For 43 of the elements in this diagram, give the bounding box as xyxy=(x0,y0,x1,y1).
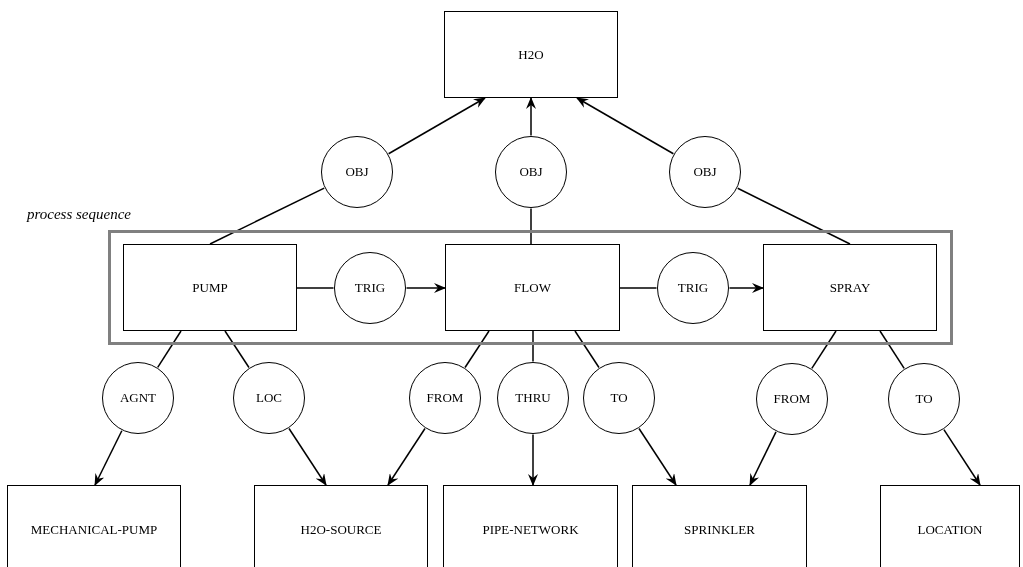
node-label: OBJ xyxy=(519,164,543,180)
connector-arrow xyxy=(526,97,536,137)
connector-arrow xyxy=(943,428,981,486)
concept-box xyxy=(7,485,181,567)
node-label: TRIG xyxy=(354,280,386,296)
concept-box xyxy=(443,485,618,567)
connector-arrow xyxy=(288,427,327,486)
node-label: H2O-SOURCE xyxy=(300,522,382,538)
node-label: TO xyxy=(915,391,933,407)
connector-arrow xyxy=(749,431,777,486)
node-label: MECHANICAL-PUMP xyxy=(30,522,158,538)
node-label: TO xyxy=(610,390,628,406)
connector-arrow xyxy=(576,97,675,155)
node-label: PUMP xyxy=(192,279,228,296)
concept-box xyxy=(445,244,620,331)
connector-arrow xyxy=(728,283,764,293)
connector-arrow xyxy=(638,427,677,486)
node-label: LOC xyxy=(256,390,282,406)
node-label: FLOW xyxy=(514,279,551,296)
node-label: H2O xyxy=(518,46,544,63)
concept-box xyxy=(763,244,937,331)
frame-heading: process sequence xyxy=(27,206,131,223)
node-label: OBJ xyxy=(693,164,717,180)
concept-box xyxy=(880,485,1020,567)
node-label: LOCATION xyxy=(917,522,983,538)
connector-arrow xyxy=(405,283,446,293)
node-label: SPRAY xyxy=(829,279,871,296)
node-label: AGNT xyxy=(119,390,157,406)
concept-box xyxy=(254,485,428,567)
node-label: FROM xyxy=(773,391,811,407)
concept-box xyxy=(632,485,807,567)
connector-arrow xyxy=(528,433,538,486)
node-label: OBJ xyxy=(345,164,369,180)
connector-arrow xyxy=(387,97,486,155)
connector-arrow xyxy=(94,429,123,486)
node-label: FROM xyxy=(426,390,464,406)
concept-box xyxy=(123,244,297,331)
node-label: SPRINKLER xyxy=(684,522,755,538)
concept-box xyxy=(444,11,618,98)
node-label: THRU xyxy=(515,390,551,406)
node-label: PIPE-NETWORK xyxy=(482,522,579,538)
connector-arrow xyxy=(387,427,426,486)
node-label: TRIG xyxy=(677,280,709,296)
